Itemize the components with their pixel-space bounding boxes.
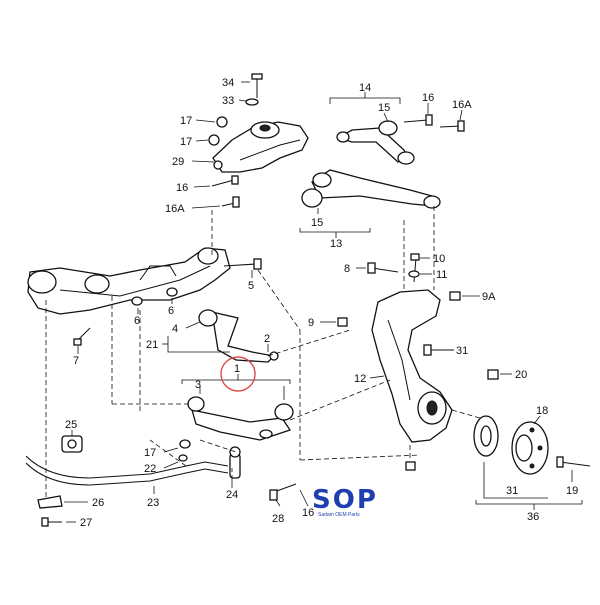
callout-5: 5	[248, 280, 254, 292]
link-24	[229, 446, 241, 479]
washer-33	[245, 98, 259, 106]
callout-8: 8	[344, 263, 350, 275]
callout-16: 16	[176, 182, 188, 194]
bolt-19	[556, 456, 591, 468]
callout-15: 15	[311, 217, 323, 229]
bolt-16-upper-right	[403, 114, 433, 126]
subframe	[27, 247, 231, 315]
watermark-tagline: Sadam OEM Parts	[318, 512, 360, 518]
callout-17: 17	[180, 136, 192, 148]
bolt-28	[269, 483, 297, 501]
bolt-27	[41, 517, 62, 527]
washer-17-lower	[178, 439, 191, 462]
bolt-16A-upper-left	[221, 196, 240, 208]
callout-34: 34	[222, 77, 234, 89]
assembly-guide-lines	[45, 206, 481, 500]
callout-25: 25	[65, 419, 77, 431]
callout-17: 17	[144, 447, 156, 459]
callout-11: 11	[436, 269, 447, 281]
nut-9	[337, 317, 348, 327]
wheel-hub-18	[511, 421, 549, 475]
washer-6-right	[166, 287, 178, 297]
washer-11	[408, 270, 420, 278]
callout-9: 9	[308, 317, 314, 329]
callout-21: 21	[146, 339, 158, 351]
callout-22: 22	[144, 463, 156, 475]
rubber-mount-25	[61, 435, 83, 453]
upper-arm-14	[336, 120, 415, 165]
callout-29: 29	[172, 156, 184, 168]
wheel-bearing-housing-12	[371, 289, 453, 443]
callout-18: 18	[536, 405, 548, 417]
callout-9A: 9A	[482, 291, 496, 303]
callout-33: 33	[222, 95, 234, 107]
lower-arm-21	[198, 309, 279, 363]
highlight-circle	[220, 356, 256, 392]
callout-16: 16	[422, 92, 434, 104]
callout-4: 4	[172, 323, 178, 335]
callout-31: 31	[506, 485, 518, 497]
callout-3: 3	[195, 379, 201, 391]
bolt-7	[73, 327, 91, 346]
upper-arm-13	[301, 169, 441, 209]
callout-31: 31	[456, 345, 468, 357]
lower-arm-3	[187, 396, 294, 441]
callout-leaders	[64, 81, 583, 523]
upper-mount-bracket	[208, 116, 309, 173]
washer-6-left	[131, 296, 143, 306]
bolt-5	[223, 258, 262, 270]
watermark-letters: SOP	[312, 485, 378, 515]
callout-10: 10	[433, 253, 445, 265]
bolt-8	[367, 262, 399, 274]
callout-6: 6	[134, 315, 140, 327]
bolt-34	[251, 73, 263, 98]
bolt-16-upper-left	[211, 175, 239, 187]
wheel-bearing	[473, 415, 499, 457]
nut-9A	[449, 291, 461, 301]
callout-28: 28	[272, 513, 284, 525]
clamp-26	[37, 495, 63, 509]
callout-12: 12	[354, 373, 366, 385]
callout-15: 15	[378, 102, 390, 114]
callout-13: 13	[330, 238, 342, 250]
callout-20: 20	[515, 369, 527, 381]
callout-7: 7	[73, 355, 79, 367]
callout-26: 26	[92, 497, 104, 509]
callout-16A: 16A	[452, 99, 472, 111]
callout-27: 27	[80, 517, 92, 529]
callout-36: 36	[527, 511, 539, 523]
callout-2: 2	[264, 333, 270, 345]
bolt-10	[410, 253, 420, 283]
callout-16A: 16A	[165, 203, 185, 215]
nut-20	[487, 369, 499, 380]
callout-17: 17	[180, 115, 192, 127]
callout-6: 6	[168, 305, 174, 317]
stabilizer-bar-23	[25, 455, 229, 486]
bolt-16A-upper-right	[439, 120, 465, 132]
nut-bottom-housing	[405, 461, 416, 471]
callout-1: 1	[234, 363, 240, 375]
callout-24: 24	[226, 489, 238, 501]
callout-23: 23	[147, 497, 159, 509]
callout-labels: 34 33 17 17 29 16 16A 14 15 16 16A 15 13…	[65, 77, 578, 529]
callout-16: 16	[302, 507, 314, 519]
watermark-logo: SOP Sadam OEM Parts	[312, 485, 378, 518]
callout-19: 19	[566, 485, 578, 497]
callout-14: 14	[359, 82, 371, 94]
